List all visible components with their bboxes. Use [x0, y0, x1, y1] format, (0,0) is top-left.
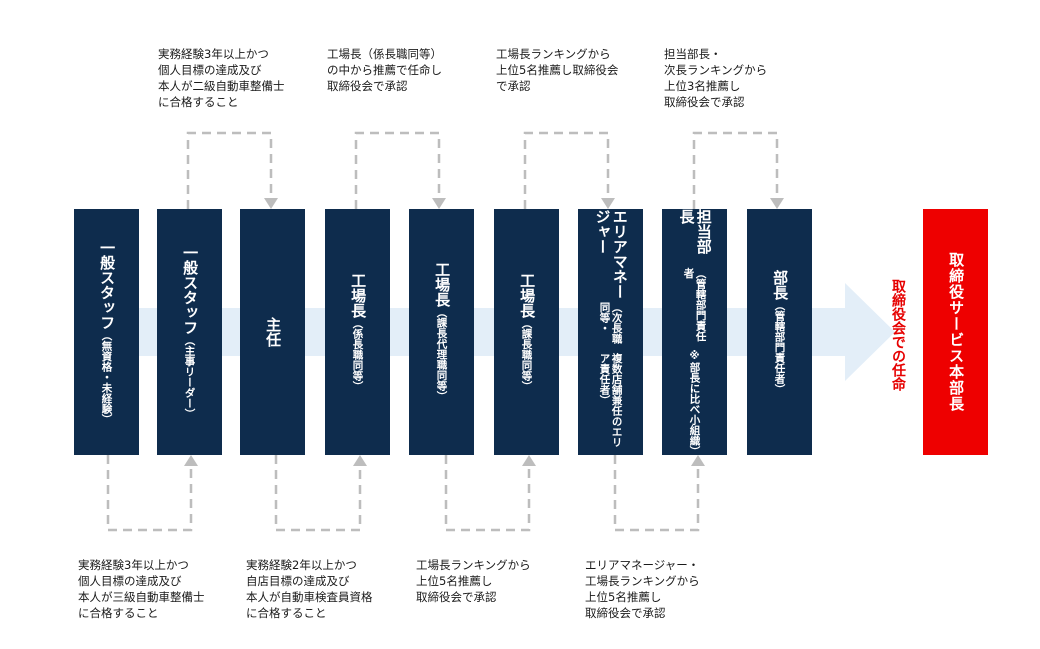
bottom-condition-1: 実務経験3年以上かつ 個人目標の達成及び 本人が三級自動車整備士 に合格すること [78, 557, 205, 621]
condition-line: に合格すること [158, 95, 239, 109]
stage-box-4: 工場長 （係長職同等） [325, 209, 390, 455]
connector-top-1 [186, 131, 273, 209]
stage-label: 工場長 [518, 272, 537, 318]
condition-line: 取締役会で承認 [327, 79, 408, 93]
stage-label: 一般スタッフ [181, 245, 200, 335]
arrowhead-down-3 [601, 198, 615, 209]
condition-line: に合格すること [78, 606, 159, 620]
stage-box-8: 担当部長 （管轄部門責任者 ※部長に比べ小組織） [662, 209, 727, 457]
condition-line: 取締役会で承認 [585, 606, 666, 620]
condition-line: 担当部長・ [664, 47, 722, 61]
top-condition-3: 工場長ランキングから 上位5名推薦し取締役会 で承認 [496, 46, 618, 94]
condition-line: 工場長（係長職同等） [327, 47, 442, 61]
arrowhead-up-4 [691, 455, 705, 466]
condition-line: 本人が自動車検査員資格 [246, 590, 373, 604]
condition-line: の中から推薦で任命し [327, 63, 442, 77]
final-stage-box: 取締役サービス本部長 [923, 209, 988, 455]
stage-label: 工場長 [349, 272, 368, 318]
arrowhead-up-1 [184, 455, 198, 466]
stage-sub: （次長職同等・ [598, 302, 623, 345]
top-condition-1: 実務経験3年以上かつ 個人目標の達成及び 本人が二級自動車整備士 に合格すること [158, 46, 285, 110]
stage-label: 主任 [264, 317, 283, 347]
bottom-condition-4: エリアマネージャー・ 工場長ランキングから 上位5名推薦し 取締役会で承認 [585, 557, 700, 621]
stage-box-2: 一般スタッフ （主事リーダー） [157, 209, 222, 455]
stage-sub: （管轄部門責任者） [773, 299, 786, 395]
condition-line: 実務経験3年以上かつ [158, 47, 269, 61]
stage-sub: （係長職同等） [351, 317, 364, 392]
final-stage-label: 取締役サービス本部長 [947, 252, 966, 412]
connector-bottom-3 [444, 455, 531, 532]
condition-line: エリアマネージャー・ [585, 558, 700, 572]
condition-line: 個人目標の達成及び [78, 574, 182, 588]
stage-sub: （主事リーダー） [183, 335, 196, 419]
stage-label: 一般スタッフ [98, 239, 117, 330]
condition-line: 上位5名推薦し取締役会 [496, 63, 619, 77]
arrowhead-up-2 [353, 455, 367, 466]
stage-label: 工場長 [433, 262, 452, 308]
top-condition-4: 担当部長・ 次長ランキングから 上位3名推薦し 取締役会で承認 [664, 46, 767, 110]
stage-sub: （課長代理職同等） [435, 307, 448, 402]
connector-bottom-2 [274, 455, 362, 532]
stage-box-3: 主任 [240, 209, 305, 455]
condition-line: 工場長ランキングから [496, 47, 611, 61]
stage-sub: ※部長に比べ小組織） [688, 350, 701, 457]
condition-line: 上位5名推薦し [416, 574, 493, 588]
bottom-condition-3: 工場長ランキングから 上位5名推薦し 取締役会で承認 [416, 557, 531, 605]
stage-sub: （課長職同等） [520, 317, 533, 392]
stage-box-5: 工場長 （課長代理職同等） [409, 209, 474, 455]
condition-line: で承認 [496, 79, 531, 93]
condition-line: 工場長ランキングから [585, 574, 700, 588]
stage-box-9: 部長 （管轄部門責任者） [747, 209, 812, 455]
condition-line: 個人目標の達成及び [158, 63, 262, 77]
condition-line: 工場長ランキングから [416, 558, 531, 572]
connector-top-2 [354, 131, 441, 209]
condition-line: 自店目標の達成及び [246, 574, 350, 588]
connector-arrowheads [184, 198, 784, 466]
arrowhead-down-4 [770, 198, 784, 209]
condition-line: 次長ランキングから [664, 63, 768, 77]
condition-line: 本人が二級自動車整備士 [158, 79, 285, 93]
stage-sub: 複数店舗兼任のエリア責任者） [598, 353, 623, 448]
condition-line: 本人が三級自動車整備士 [78, 590, 205, 604]
progression-arrow [75, 283, 895, 381]
condition-line: 上位5名推薦し [585, 590, 662, 604]
stage-label: 部長 [771, 269, 790, 300]
arrowhead-up-3 [522, 455, 536, 466]
connector-bottom-4 [613, 455, 700, 532]
final-appointment-note: 取締役会での任命 [890, 279, 906, 391]
condition-line: 実務経験2年以上かつ [246, 558, 357, 572]
connector-bottom-1 [106, 455, 193, 532]
stage-box-1: 一般スタッフ （無資格・未経験） [74, 209, 139, 455]
stage-box-7: エリアマネージャー （次長職同等・ 複数店舗兼任のエリア責任者） [578, 209, 643, 455]
stage-label: 担当部長 [677, 209, 713, 254]
connector-top-4 [692, 131, 779, 209]
bottom-condition-2: 実務経験2年以上かつ 自店目標の達成及び 本人が自動車検査員資格 に合格すること [246, 557, 373, 621]
condition-line: 取締役会で承認 [416, 590, 497, 604]
connector-top-3 [523, 131, 610, 209]
condition-line: 上位3名推薦し [664, 79, 741, 93]
connectors [106, 131, 779, 532]
stage-sub: （管轄部門責任者 [682, 267, 707, 342]
condition-line: に合格すること [246, 606, 327, 620]
arrowhead-down-1 [264, 198, 278, 209]
stage-label: エリアマネージャー [593, 209, 629, 299]
arrowhead-down-2 [432, 198, 446, 209]
stage-box-6: 工場長 （課長職同等） [494, 209, 559, 455]
top-condition-2: 工場長（係長職同等） の中から推薦で任命し 取締役会で承認 [327, 46, 442, 94]
stage-sub: （無資格・未経験） [100, 329, 113, 425]
condition-line: 実務経験3年以上かつ [78, 558, 189, 572]
condition-line: 取締役会で承認 [664, 95, 745, 109]
